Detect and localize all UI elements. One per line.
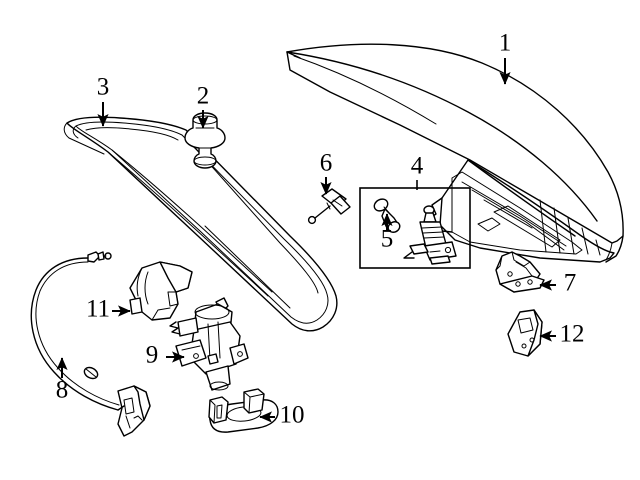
callout-number-5: 5 <box>381 226 394 253</box>
callout-number-3: 3 <box>97 74 110 101</box>
part-hinge-bracket <box>495 251 545 293</box>
part-ajar-switch <box>307 188 351 225</box>
cable-end-bracket <box>117 385 151 437</box>
callout-number-10: 10 <box>280 402 305 429</box>
callout-number-1: 1 <box>499 30 512 57</box>
callout-numbers: 1 2 3 4 5 6 7 8 9 10 11 12 <box>56 30 585 429</box>
part-handle-cover-trim <box>129 261 193 321</box>
callout-number-9: 9 <box>146 342 159 369</box>
part-wedge-bracket <box>507 309 543 357</box>
part-trunk-lid-panel <box>286 43 624 263</box>
callout-number-12: 12 <box>560 321 585 348</box>
callout-leaders <box>56 58 556 423</box>
part-lock-actuator <box>403 205 457 265</box>
part-release-cable <box>30 251 120 411</box>
callout-number-7: 7 <box>564 270 577 297</box>
callout-number-2: 2 <box>197 83 210 110</box>
part-striker <box>208 388 279 433</box>
callout-number-6: 6 <box>320 150 333 177</box>
part-latch-assembly <box>169 297 249 391</box>
callout-number-8: 8 <box>56 377 69 404</box>
part-weatherstrip-seal <box>63 116 338 332</box>
callout-number-11: 11 <box>86 296 110 323</box>
callout-number-4: 4 <box>411 153 424 180</box>
